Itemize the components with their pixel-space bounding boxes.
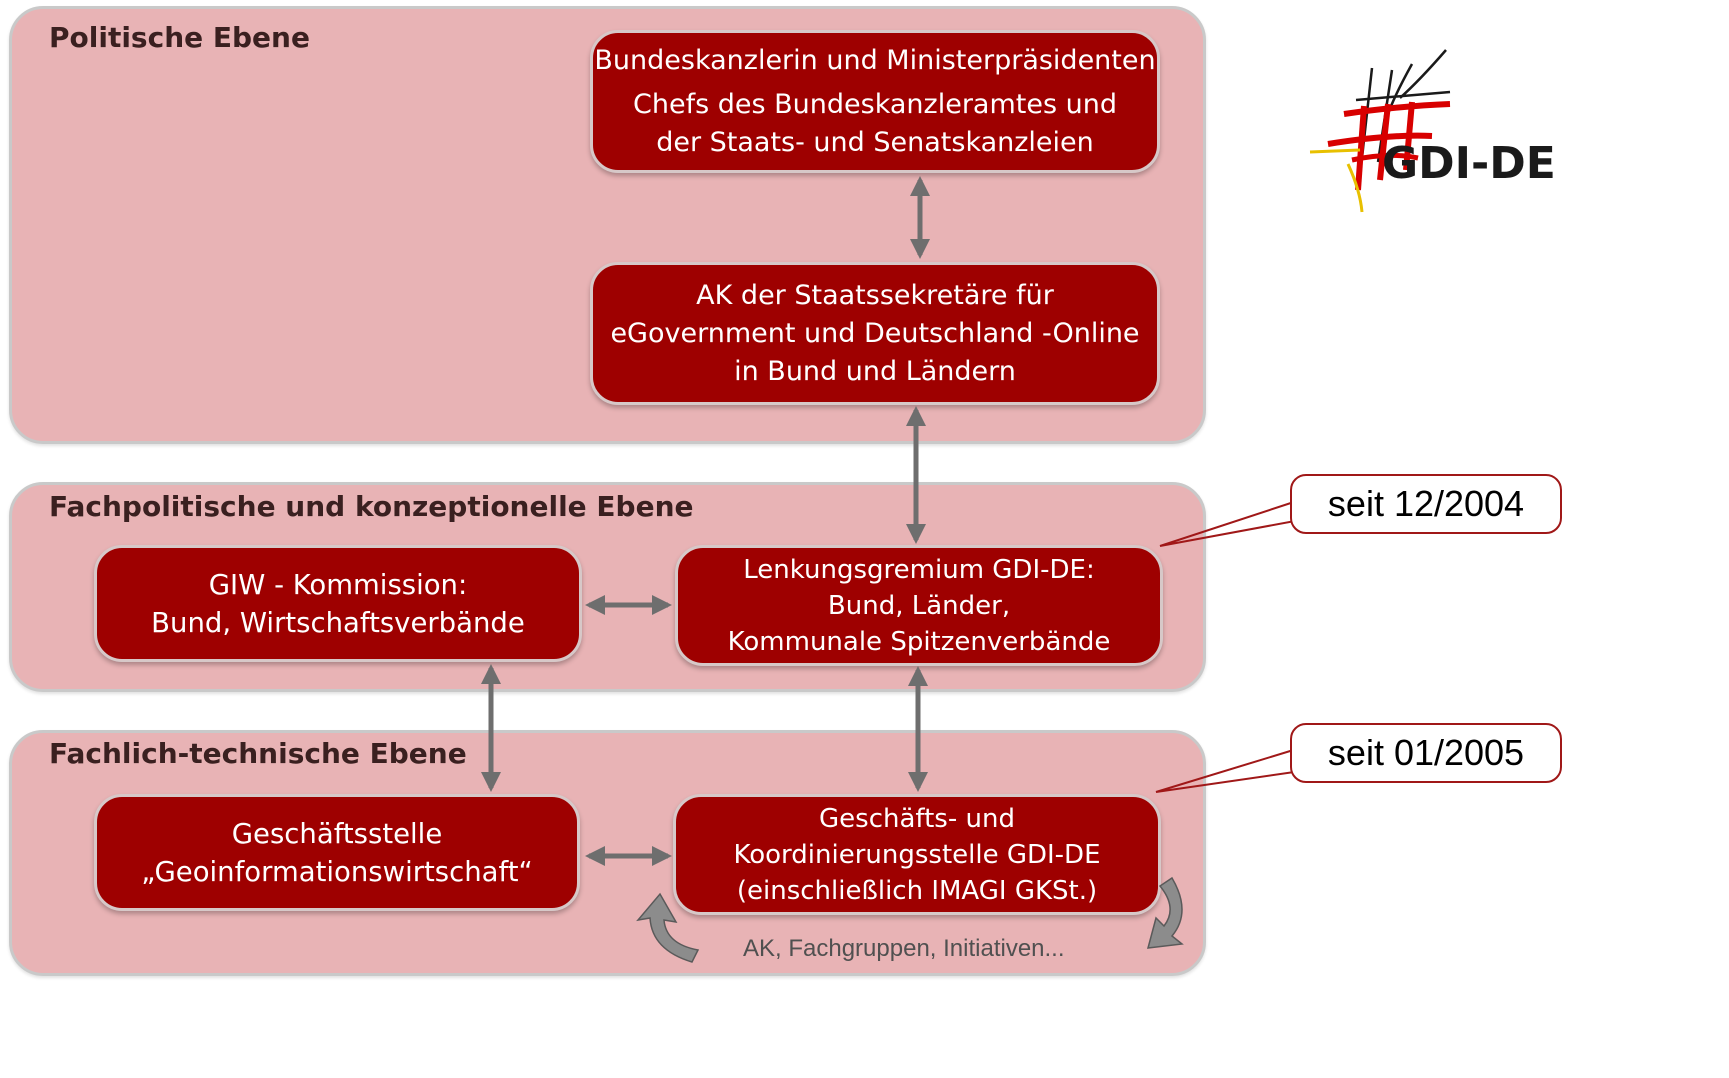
callout-since-2004: seit 12/2004 (1290, 474, 1562, 534)
giw-line-2: Bund, Wirtschaftsverbände (151, 606, 525, 639)
coordination-office-node: Geschäfts- und Koordinierungsstelle GDI-… (673, 794, 1161, 915)
steering-line-3: Kommunale Spitzenverbände (727, 626, 1111, 657)
state-secretaries-line-1: AK der Staatssekretäre für (696, 279, 1054, 311)
conceptual-level-title: Fachpolitische und konzeptionelle Ebene (49, 490, 694, 523)
footer-groups-text: AK, Fachgruppen, Initiativen... (743, 935, 1065, 962)
coordination-line-2: Koordinierungsstelle GDI-DE (733, 839, 1101, 870)
curved-arrow-right (1146, 876, 1184, 949)
giw-commission-node: GIW - Kommission: Bund, Wirtschaftsverbä… (94, 545, 582, 662)
chancellor-line-3: der Staats- und Senatskanzleien (656, 126, 1094, 158)
office-line-2: „Geoinformationswirtschaft“ (141, 855, 533, 888)
gdi-de-logo: GDI-DE (1309, 49, 1556, 213)
technical-level-title: Fachlich-technische Ebene (49, 737, 467, 770)
coordination-line-1: Geschäfts- und (819, 803, 1015, 834)
logo-text: GDI-DE (1382, 138, 1556, 189)
office-node: Geschäftsstelle „Geoinformationswirtscha… (94, 794, 580, 911)
callout-since-2005: seit 01/2005 (1290, 723, 1562, 783)
state-secretaries-line-2: eGovernment und Deutschland -Online (610, 317, 1140, 349)
coordination-line-3: (einschließlich IMAGI GKSt.) (736, 875, 1098, 906)
state-secretaries-line-3: in Bund und Ländern (734, 355, 1016, 387)
steering-line-1: Lenkungsgremium GDI-DE: (743, 554, 1095, 585)
steering-line-2: Bund, Länder, (827, 590, 1011, 621)
steering-committee-node: Lenkungsgremium GDI-DE: Bund, Länder, Ko… (675, 545, 1163, 666)
chancellor-line-1: Bundeskanzlerin und Ministerpräsidenten (594, 44, 1156, 76)
curved-arrow-left (636, 892, 700, 963)
chancellor-node: Bundeskanzlerin und Ministerpräsidenten … (590, 30, 1160, 173)
office-line-1: Geschäftsstelle (231, 817, 443, 850)
giw-line-1: GIW - Kommission: (208, 568, 468, 601)
political-level-title: Politische Ebene (49, 21, 310, 54)
callout-2005-pointer (1155, 747, 1323, 793)
chancellor-line-2: Chefs des Bundeskanzleramtes und (633, 88, 1117, 120)
state-secretaries-node: AK der Staatssekretäre für eGovernment u… (590, 262, 1160, 405)
callout-2004-pointer (1159, 499, 1323, 547)
